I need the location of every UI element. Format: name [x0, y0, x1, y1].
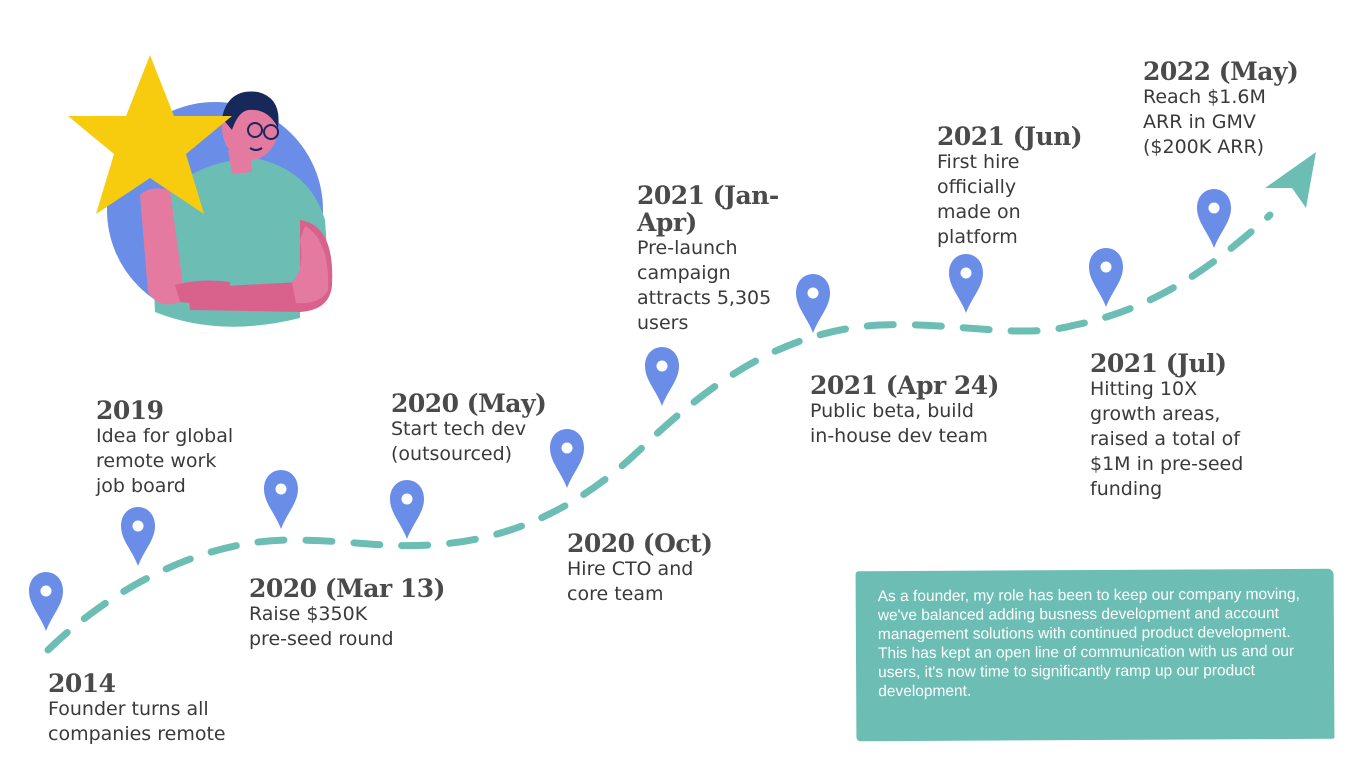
map-pin-icon: [645, 347, 679, 406]
map-pin-icon: [1197, 189, 1231, 248]
milestone-year: 2021 (Jun): [937, 122, 1083, 151]
milestone-text: Start tech dev (outsourced): [391, 418, 527, 465]
map-pin-icon: [949, 254, 983, 313]
milestone-8: 2021 (Jul)Hitting 10X growth areas, rais…: [1090, 350, 1243, 502]
milestone-text: First hire officially made on platform: [937, 151, 1021, 248]
milestone-year: 2021 (Jan- Apr): [637, 181, 779, 237]
milestone-9: 2022 (May)Reach $1.6M ARR in GMV ($200K …: [1143, 57, 1299, 160]
map-pin-icon: [390, 480, 424, 539]
founder-note: As a founder, my role has been to keep o…: [855, 568, 1335, 742]
milestone-year: 2021 (Jul): [1090, 349, 1227, 378]
milestone-year: 2019: [96, 396, 164, 425]
milestone-text: Reach $1.6M ARR in GMV ($200K ARR): [1143, 86, 1266, 158]
milestone-year: 2020 (Oct): [567, 529, 713, 558]
founder-note-text: As a founder, my role has been to keep o…: [877, 585, 1300, 701]
milestone-year: 2014: [48, 669, 116, 698]
map-pin-icon: [264, 470, 298, 529]
growth-path: [44, 211, 1274, 654]
star-icon: [68, 55, 232, 214]
milestone-text: Public beta, build in-house dev team: [810, 400, 988, 447]
map-pin-icon: [1089, 248, 1123, 307]
milestone-text: Raise $350K pre-seed round: [249, 603, 394, 650]
milestone-text: Idea for global remote work job board: [96, 425, 234, 497]
founder-illustration: [68, 55, 333, 327]
milestone-7: 2021 (Jun)First hire officially made on …: [937, 122, 1083, 250]
milestone-5: 2021 (Jan- Apr)Pre-launch campaign attra…: [637, 182, 779, 336]
milestone-text: Pre-launch campaign attracts 5,305 users: [637, 237, 772, 334]
milestone-3: 2020 (May)Start tech dev (outsourced): [391, 389, 547, 467]
milestone-2: 2020 (Mar 13)Raise $350K pre-seed round: [249, 575, 445, 652]
milestone-6: 2021 (Apr 24)Public beta, build in-house…: [810, 372, 999, 449]
hair: [222, 91, 279, 130]
map-pin-icon: [550, 429, 584, 488]
map-pin-icon: [796, 274, 830, 333]
map-pin-icon: [29, 572, 63, 631]
milestone-year: 2022 (May): [1143, 57, 1299, 86]
milestone-text: Hire CTO and core team: [567, 558, 694, 605]
map-pins: [29, 189, 1231, 631]
milestone-text: Hitting 10X growth areas, raised a total…: [1090, 378, 1244, 500]
milestone-year: 2020 (May): [391, 389, 547, 418]
milestone-4: 2020 (Oct)Hire CTO and core team: [567, 530, 713, 607]
arrow-head-icon: [1265, 152, 1316, 208]
milestone-text: Founder turns all companies remote: [48, 698, 226, 745]
map-pin-icon: [121, 507, 155, 566]
milestone-year: 2020 (Mar 13): [249, 574, 445, 603]
milestone-year: 2021 (Apr 24): [810, 371, 999, 400]
